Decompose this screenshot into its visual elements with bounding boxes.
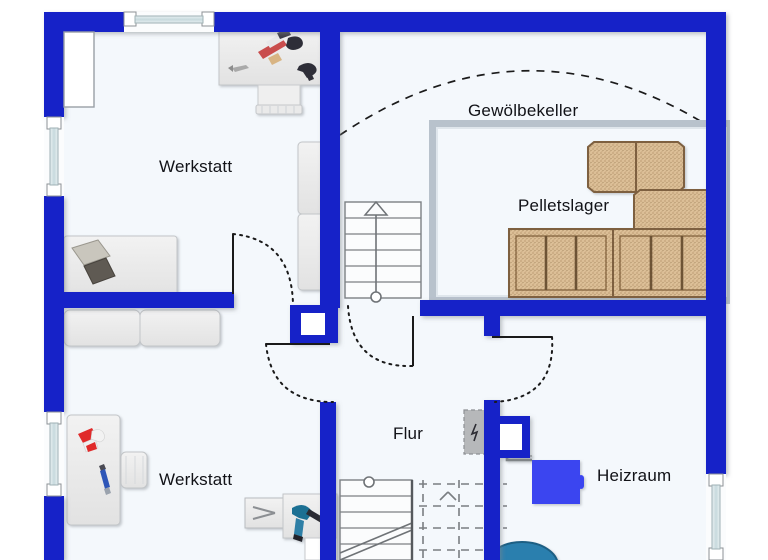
furniture-pallets-upper bbox=[587, 141, 713, 238]
furniture-table-left bbox=[63, 235, 178, 299]
furniture-pallets-lower bbox=[508, 228, 720, 298]
room-label-gewoelbekeller: Gewölbekeller bbox=[468, 101, 579, 120]
furniture-stool-bottom-left bbox=[120, 451, 148, 489]
room-label-flur: Flur bbox=[393, 424, 424, 443]
window-left-upper[interactable] bbox=[44, 116, 64, 197]
tool-icons bbox=[228, 29, 317, 81]
stairs-upper bbox=[344, 200, 422, 303]
door-opening-heizraum bbox=[500, 424, 522, 450]
room-label-werkstatt-bottom: Werkstatt bbox=[159, 470, 233, 489]
room-label-pelletslager: Pelletslager bbox=[518, 196, 610, 215]
furniture-bench-left bbox=[63, 309, 221, 347]
door-swing-werkstatt-top bbox=[232, 233, 294, 306]
door-swing-heizraum bbox=[492, 336, 554, 403]
door-opening-center bbox=[301, 313, 325, 335]
room-label-werkstatt-top: Werkstatt bbox=[159, 157, 233, 176]
wall-interior-horizontal-right bbox=[420, 300, 726, 316]
door-swing-flur-center bbox=[347, 305, 414, 368]
wall-outer-right bbox=[706, 12, 726, 474]
walls bbox=[44, 12, 726, 560]
wall-interior-horizontal-left bbox=[44, 292, 234, 308]
window-left-lower[interactable] bbox=[44, 411, 64, 497]
niche-top-left bbox=[63, 31, 95, 108]
wall-interior-vertical-lower-left bbox=[320, 402, 336, 560]
vault-arch-dashed bbox=[339, 69, 719, 136]
wall-stub-vertical bbox=[484, 300, 500, 336]
storage-tank bbox=[486, 541, 558, 560]
window-right-lower[interactable] bbox=[706, 473, 726, 560]
furniture-workbench-bottom-left bbox=[66, 414, 121, 526]
wall-outer-left-lower bbox=[44, 496, 64, 560]
window-top[interactable] bbox=[123, 11, 215, 32]
room-label-heizraum: Heizraum bbox=[597, 466, 672, 485]
wall-outer-left-upper bbox=[44, 12, 64, 117]
wall-interior-vertical-center-upper bbox=[320, 12, 340, 308]
door-swing-werkstatt-lower bbox=[265, 343, 334, 403]
